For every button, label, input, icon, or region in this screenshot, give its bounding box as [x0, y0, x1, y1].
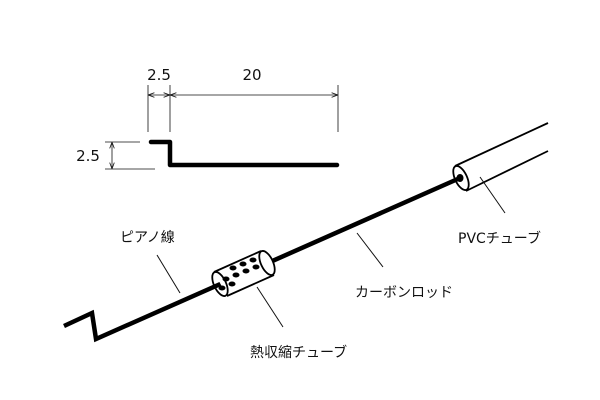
rod-end [456, 174, 464, 182]
heat-shrink-tube-label: 熱収縮チューブ [250, 344, 347, 361]
piano-wire-label: ピアノ線 [120, 230, 175, 246]
length-label: 20 [242, 66, 261, 84]
carbon-rod-and-piano-wire [63, 175, 461, 343]
step-width-label: 2.5 [147, 66, 171, 84]
heat-shrink-tube [211, 250, 276, 297]
carbon-rod-label: カーボンロッド [355, 285, 453, 301]
leader-lines [156, 176, 506, 328]
pvc-tube-label: PVCチューブ [458, 230, 541, 247]
top-dimension [147, 85, 339, 132]
pvc-tube [452, 122, 549, 192]
left-dimension [105, 141, 155, 170]
step-height-label: 2.5 [76, 147, 100, 165]
wire-bend-profile [148, 139, 340, 168]
